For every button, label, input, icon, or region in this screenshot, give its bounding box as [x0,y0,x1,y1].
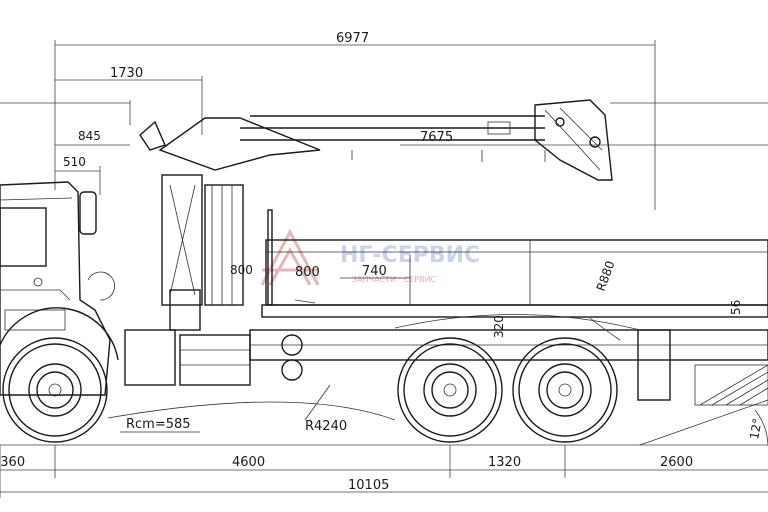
watermark-tagline: ЗАПЧАСТИ · СЕРВИС [352,275,437,284]
dim-bed-800a: 800 [230,263,253,277]
dim-bed-740: 740 [362,264,387,279]
dim-turning-radius: Rcm=585 [126,417,191,432]
crane-boom [139,99,613,181]
dim-wheelbase: 4600 [232,455,265,470]
dim-overall-top: 6977 [336,31,369,46]
rear-wheel-2 [512,337,618,443]
dim-overall-length: 10105 [348,478,389,493]
dim-corner-radius: R880 [594,259,618,293]
ground-clearance [0,384,768,446]
dim-cab-510: 510 [63,155,86,169]
crane-column [124,174,251,386]
chassis [249,314,768,406]
top-dimension-lines [0,40,768,210]
dim-crane-1730: 1730 [110,66,143,81]
cargo-bed [261,209,768,318]
rear-wheel-1 [397,337,503,443]
dim-departure-angle: 12° [747,417,764,440]
dim-bogie: 1320 [488,455,521,470]
dim-bed-800b: 800 [295,265,320,280]
dim-rear-56: 56 [729,300,743,315]
dim-rear-overhang: 2600 [660,455,693,470]
dim-crane-845: 845 [78,129,101,143]
dim-boom-reach: 7675 [420,130,453,145]
front-wheel [0,307,119,443]
dim-front-overhang: 1360 [0,455,25,470]
dim-ground-radius: R4240 [305,419,347,434]
bottom-dimension-lines [0,445,768,498]
dim-frame-320: 320 [492,315,506,338]
truck-cab [0,181,115,396]
